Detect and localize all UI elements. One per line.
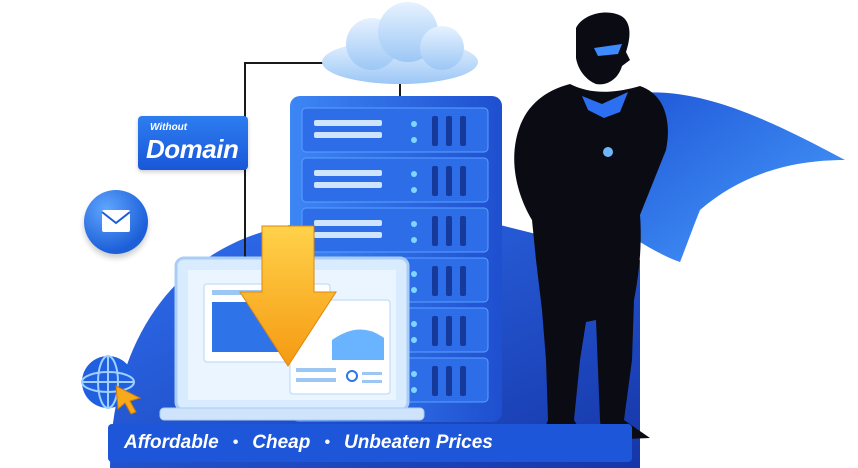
hero-emblem bbox=[582, 44, 628, 157]
download-arrow-icon bbox=[239, 225, 337, 367]
tagline: Affordable • Cheap • Unbeaten Prices bbox=[110, 424, 630, 462]
tagline-bar bbox=[108, 424, 632, 462]
tagline-cheap: Cheap bbox=[252, 432, 311, 453]
without-domain-badge: Without Domain bbox=[138, 116, 248, 170]
globe-cursor-icon bbox=[78, 352, 148, 418]
cape bbox=[615, 92, 845, 262]
cloud-icon bbox=[322, 2, 478, 84]
tagline-unbeaten-prices: Unbeaten Prices bbox=[343, 432, 493, 453]
badge-small-text: Without bbox=[150, 122, 188, 133]
tagline-separator: • bbox=[232, 434, 239, 451]
hero-silhouette bbox=[514, 12, 668, 440]
badge-main-text: Domain bbox=[146, 134, 239, 164]
mail-icon bbox=[84, 190, 148, 254]
tagline-affordable: Affordable bbox=[124, 432, 219, 453]
tagline-separator: • bbox=[324, 434, 330, 451]
